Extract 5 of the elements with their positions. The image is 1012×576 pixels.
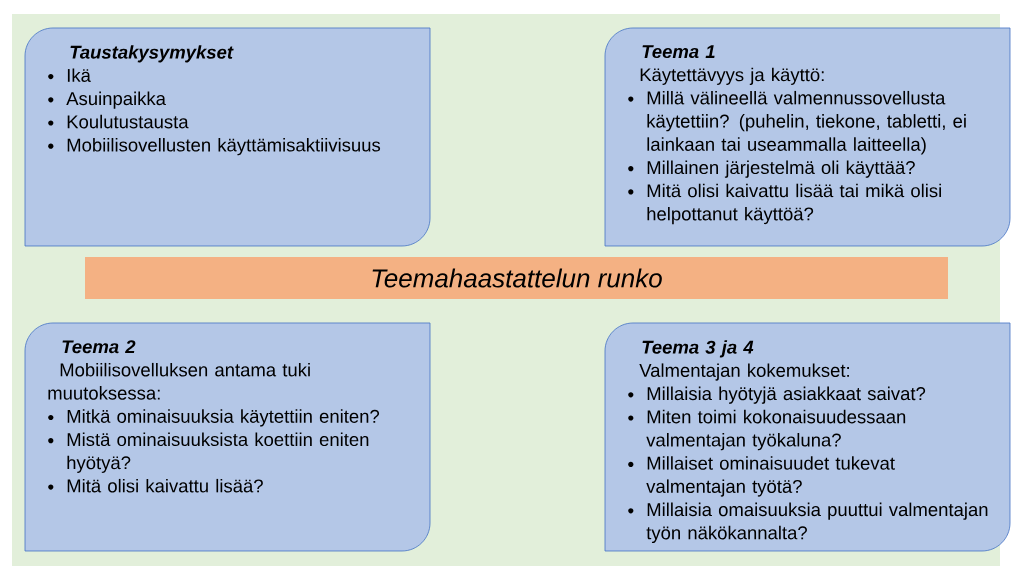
theme-box: Taustakysymykset Ikä Asuinpaikka Koulutustausta Mobiilisovellusten käyttämisaktiivisuus: [24, 27, 431, 247]
theme-box: Teema 2 Mobiilisovelluksen antama tuki muutoksessa: Mitkä ominaisuuksia käytettiin eniten? Mistä ominaisuuksista koettiin eniten hyötyä? Mitä olisi kaivattu lisää?: [24, 322, 431, 552]
title-band: Teemahaastattelun runko: [85, 257, 948, 299]
theme-box: Teema 3 ja 4 Valmentajan kokemukset: Millaisia hyötyjä asiakkaat saivat? Miten toimi kokonaisuudessaan valmentajan työkaluna? Millaiset ominaisuudet tukevat valmentajan työtä? Millaisia omaisuuksia puuttui valmentajan työn näkökannalta?: [604, 322, 1011, 552]
theme-box: Teema 1 Käytettävyys ja käyttö: Millä välineellä valmennussovellusta käytettiin? (puhelin, tiekone, tabletti, ei lainkaan tai useammalla laitteella) Millainen järjestelmä oli käyttää? Mitä olisi kaivattu lisää tai mikä olisi helpottanut käyttöä?: [604, 27, 1011, 247]
